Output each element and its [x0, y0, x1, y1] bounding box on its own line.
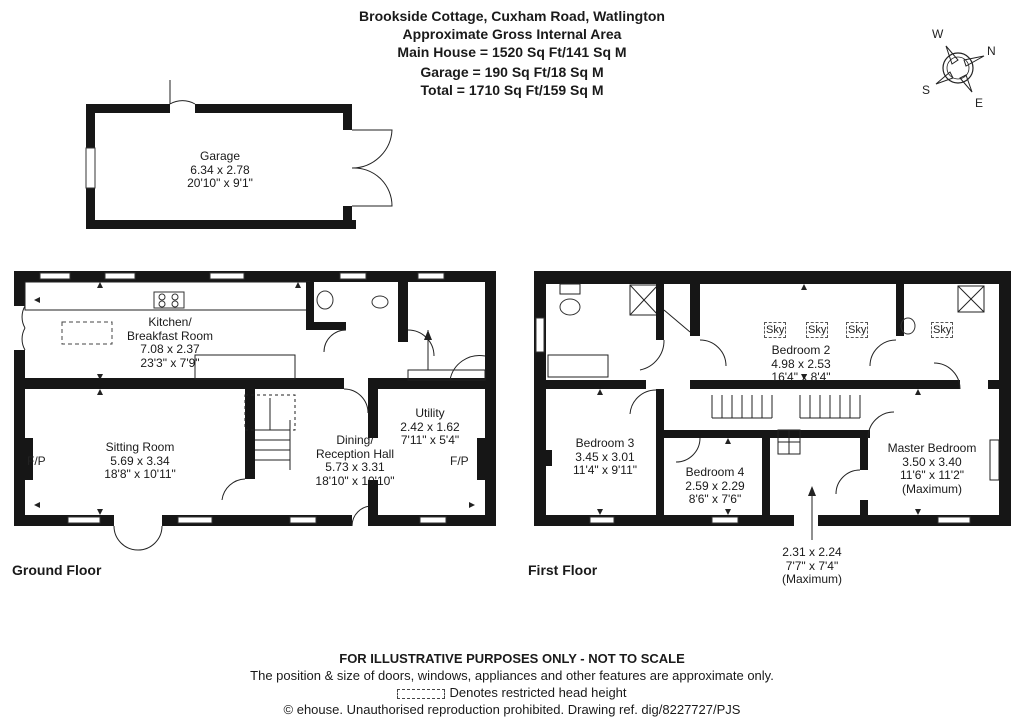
bedroom-2-label: Bedroom 2 4.98 x 2.53 16'4" x 8'4" [771, 343, 831, 384]
compass-icon [935, 45, 985, 93]
skylight: Sky [931, 322, 954, 338]
first-floor-plan [534, 271, 1011, 540]
skylight: Sky [764, 322, 787, 338]
bedroom-3-label: Bedroom 3 3.45 x 3.01 11'4" x 9'11" [572, 436, 638, 477]
garage-area: Garage = 190 Sq Ft/18 Sq M [420, 64, 604, 80]
sitting-room-label: Sitting Room 5.69 x 3.34 18'8" x 10'11" [104, 440, 176, 481]
disclaimer-text: The position & size of doors, windows, a… [250, 668, 774, 683]
landing-room-label: 2.31 x 2.24 7'7" x 7'4" (Maximum) [782, 545, 842, 586]
dining-hall-label: Dining/ Reception Hall 5.73 x 3.31 18'10… [315, 433, 395, 488]
utility-label: Utility 2.42 x 1.62 7'11" x 5'4" [400, 406, 460, 447]
restricted-height-legend: Denotes restricted head height [0, 685, 1024, 701]
compass-s: S [922, 83, 931, 97]
kitchen-label: Kitchen/ Breakfast Room 7.08 x 2.37 23'3… [126, 315, 214, 370]
restricted-height-icon [397, 688, 446, 699]
skylight: Sky [806, 322, 829, 338]
bedroom-4-label: Bedroom 4 2.59 x 2.29 8'6" x 7'6" [685, 465, 745, 506]
garage-label: Garage 6.34 x 2.78 20'10" x 9'1" [187, 149, 253, 190]
first-floor-title: First Floor [528, 562, 598, 578]
disclaimer-title: FOR ILLUSTRATIVE PURPOSES ONLY - NOT TO … [339, 651, 685, 666]
total-area: Total = 1710 Sq Ft/159 Sq M [420, 82, 604, 98]
fireplace-dining: F/P [450, 454, 469, 468]
ground-floor-plan [14, 271, 496, 551]
compass-e: E [975, 96, 984, 110]
area-subtitle: Approximate Gross Internal Area [402, 26, 622, 42]
garage-plan [85, 80, 393, 229]
copyright-text: © ehouse. Unauthorised reproduction proh… [283, 702, 741, 717]
address-title: Brookside Cottage, Cuxham Road, Watlingt… [359, 8, 665, 24]
compass-w: W [932, 27, 944, 41]
fireplace-sitting: F/P [27, 454, 46, 468]
master-bedroom-label: Master Bedroom 3.50 x 3.40 11'6" x 11'2"… [887, 441, 977, 496]
main-house-area: Main House = 1520 Sq Ft/141 Sq M [397, 44, 627, 60]
skylight: Sky [846, 322, 869, 338]
compass-n: N [987, 44, 996, 58]
ground-floor-title: Ground Floor [12, 562, 102, 578]
